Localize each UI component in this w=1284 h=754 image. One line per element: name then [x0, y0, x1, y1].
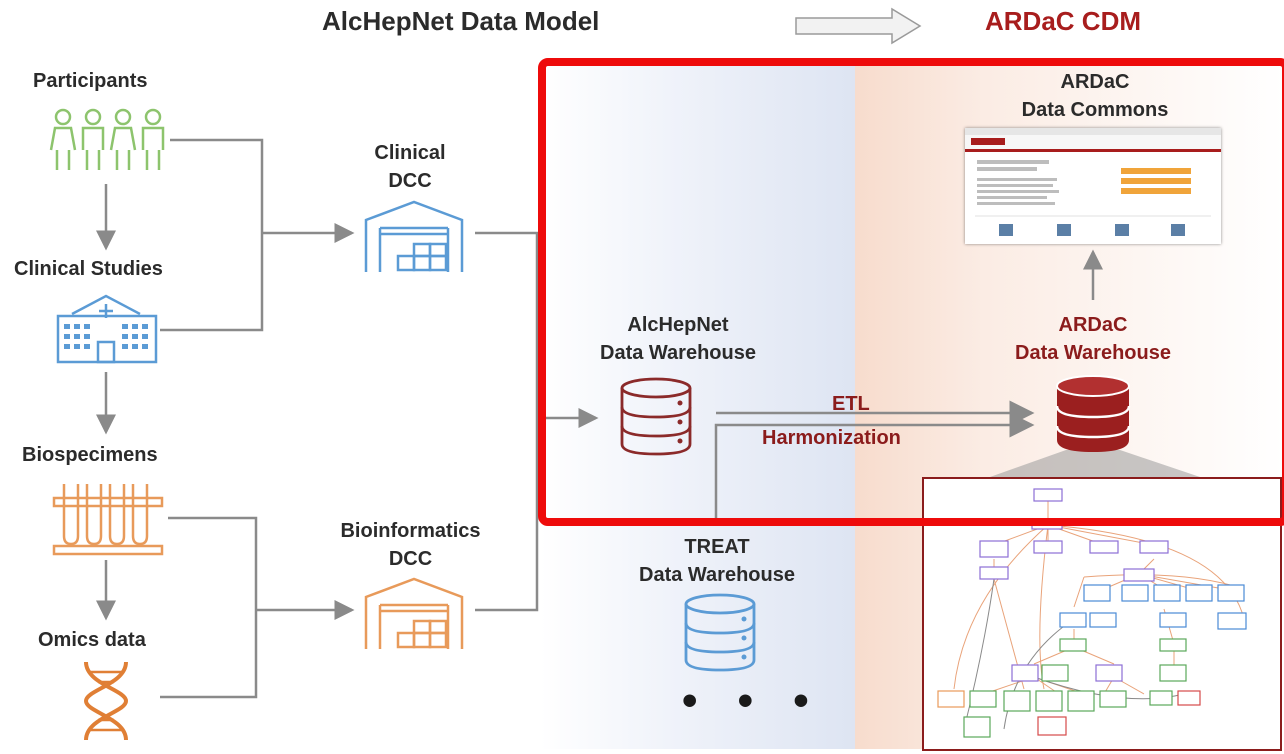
ardac-cdm-title: ARDaC CDM: [985, 6, 1141, 36]
warehouse-icon: [364, 200, 464, 272]
clinical-dcc-line2: DCC: [388, 170, 432, 192]
alchepnet-warehouse-label: AlcHepNet Data Warehouse: [578, 311, 778, 367]
more-warehouses-ellipsis: • • •: [682, 676, 823, 725]
participants-label: Participants: [33, 70, 148, 92]
clinical-dcc-label: Clinical DCC: [360, 139, 460, 195]
bioinformatics-dcc-label: Bioinformatics DCC: [318, 517, 503, 573]
portal-thumbnail-graphic: [965, 128, 1221, 236]
omics-data-label: Omics data: [38, 629, 146, 651]
clinical-studies-label: Clinical Studies: [14, 258, 163, 280]
hospital-icon: [56, 294, 158, 364]
treat-warehouse-label: TREAT Data Warehouse: [614, 533, 820, 589]
warehouse-icon: [364, 577, 464, 649]
ardac-warehouse-label: ARDaC Data Warehouse: [988, 311, 1198, 367]
ardac-warehouse-line1: ARDaC: [1058, 314, 1128, 336]
bioinformatics-dcc-line2: DCC: [388, 548, 433, 570]
alchepnet-zone-background: [540, 60, 860, 749]
people-icon: [49, 108, 165, 170]
bioinformatics-dcc-line1: Bioinformatics: [340, 520, 481, 542]
ardac-portal-screenshot: [965, 128, 1221, 244]
ardac-commons-label: ARDaC Data Commons: [1008, 68, 1182, 124]
header-arrow-icon: [795, 7, 922, 45]
database-icon: [620, 377, 692, 456]
biospecimens-label: Biospecimens: [22, 444, 158, 466]
ardac-warehouse-line2: Data Warehouse: [1015, 342, 1171, 364]
alchepnet-warehouse-line1: AlcHepNet: [627, 314, 729, 336]
test-tubes-icon: [52, 484, 164, 556]
alchepnet-warehouse-line2: Data Warehouse: [600, 342, 756, 364]
treat-warehouse-line1: TREAT: [684, 536, 750, 558]
database-icon: [1055, 375, 1131, 452]
alchepnet-model-title: AlcHepNet Data Model: [322, 6, 600, 36]
schema-graph-graphic: [937, 488, 1247, 738]
clinical-dcc-line1: Clinical: [374, 142, 446, 164]
ardac-commons-line1: ARDaC: [1060, 71, 1130, 93]
etl-label: ETL: [832, 393, 870, 415]
treat-warehouse-line2: Data Warehouse: [639, 564, 795, 586]
database-icon: [684, 593, 756, 672]
ardac-commons-line2: Data Commons: [1021, 99, 1169, 121]
harmonization-label: Harmonization: [762, 427, 901, 449]
highlight-frame: [538, 58, 1284, 526]
dna-icon: [83, 661, 129, 741]
